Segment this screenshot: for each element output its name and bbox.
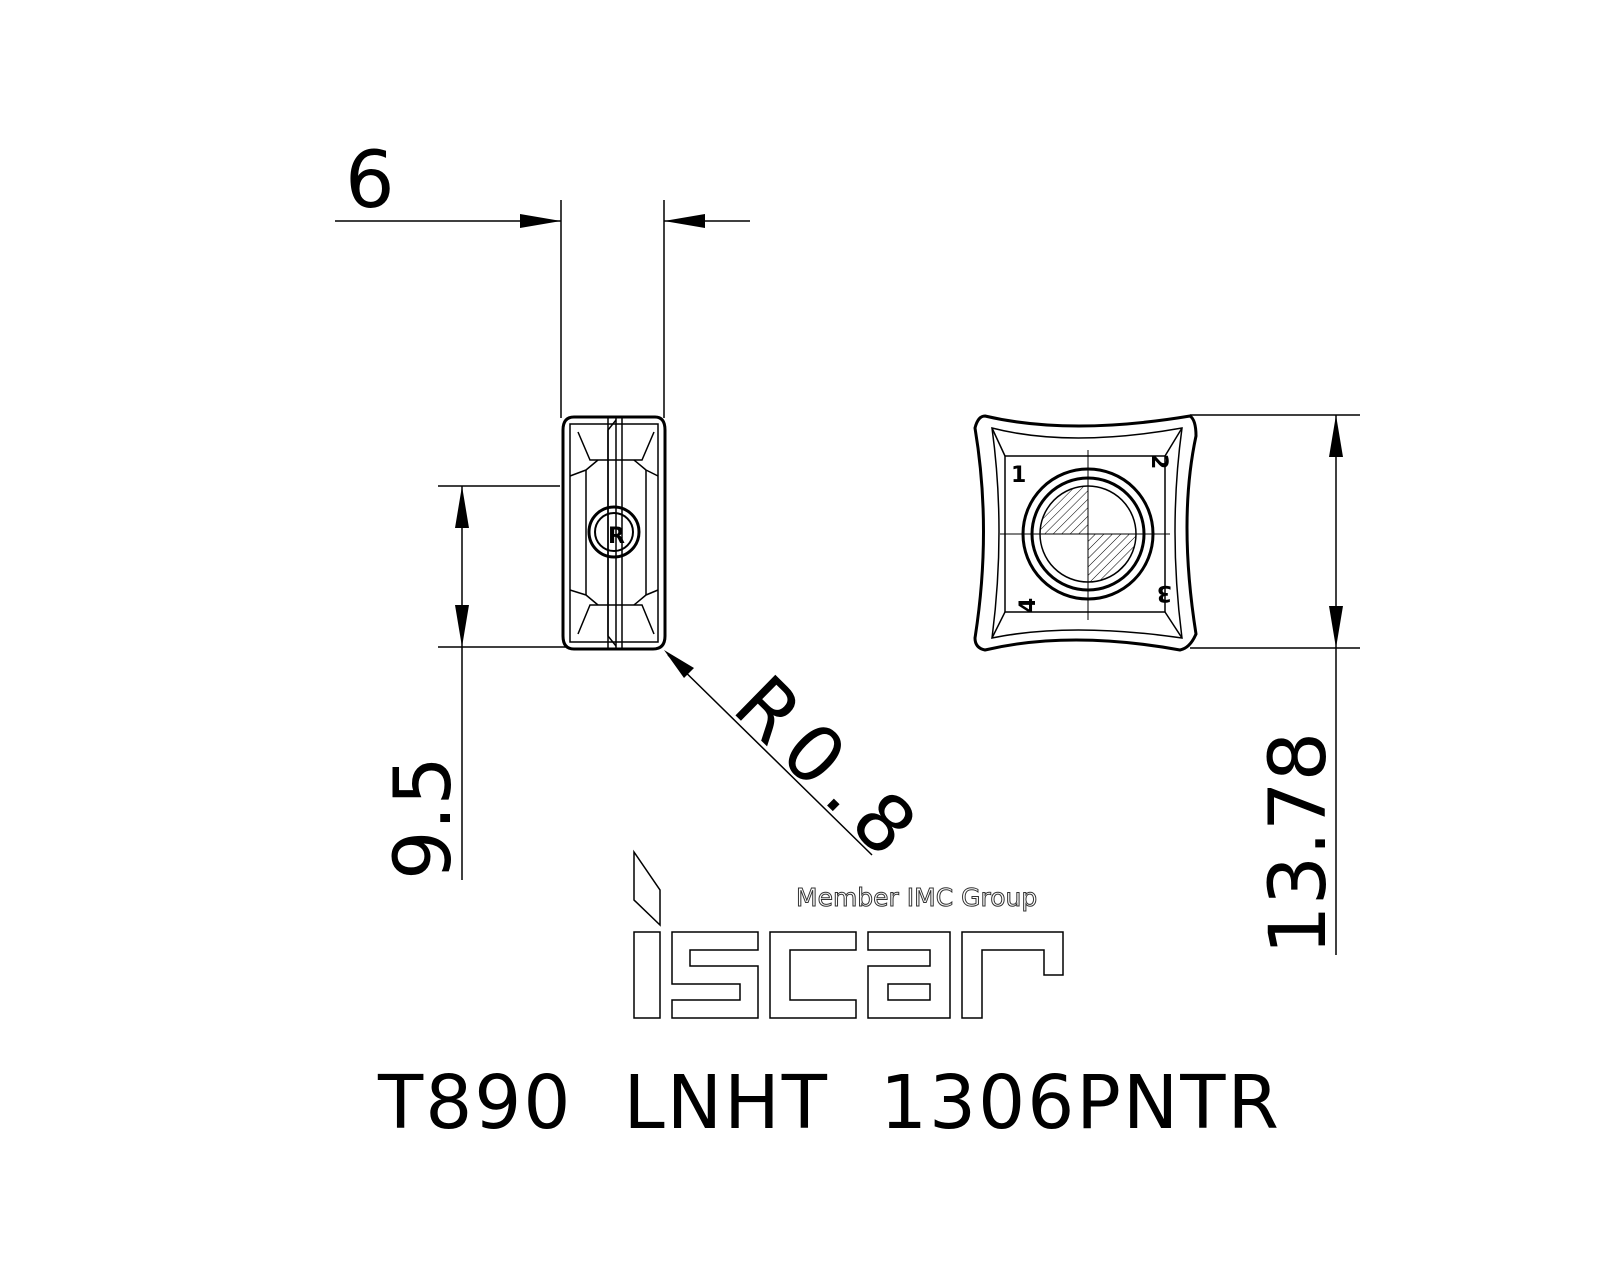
dimension-label-thickness: 6 bbox=[345, 136, 395, 226]
corner-number-4: 4 bbox=[1016, 598, 1041, 613]
dimension-label-corner-radius: R0.8 bbox=[717, 659, 941, 882]
dimension-half-height: 9.5 bbox=[379, 485, 566, 880]
arrowhead bbox=[520, 214, 561, 228]
logo-s bbox=[671, 931, 759, 1019]
dimension-label-half-height: 9.5 bbox=[379, 756, 469, 880]
dimension-width: 13.78 bbox=[1190, 414, 1360, 955]
dimension-label-width: 13.78 bbox=[1254, 732, 1344, 955]
arrowhead bbox=[664, 214, 705, 228]
arrowhead bbox=[1329, 606, 1343, 648]
side-letter: R bbox=[608, 524, 625, 549]
arrowhead bbox=[1329, 415, 1343, 457]
logo-a bbox=[867, 931, 951, 1019]
iscar-logo: Member IMC Group bbox=[633, 849, 1064, 1019]
logo-i-dot bbox=[633, 849, 661, 927]
logo-r bbox=[961, 931, 1064, 1019]
insert-top-view: 1 2 3 4 bbox=[973, 414, 1198, 652]
logo-c bbox=[769, 931, 857, 1019]
corner-number-1: 1 bbox=[1011, 463, 1026, 488]
logo-i-stem bbox=[633, 931, 661, 1019]
leader-line bbox=[667, 654, 873, 856]
logo-tagline: Member IMC Group bbox=[796, 883, 1037, 912]
corner-number-3: 3 bbox=[1157, 580, 1172, 605]
arrowhead bbox=[455, 605, 469, 647]
corner-number-2: 2 bbox=[1146, 454, 1171, 469]
insert-side-view: R bbox=[561, 415, 667, 651]
arrowhead bbox=[455, 486, 469, 528]
part-number-title: T890 LNHT 1306PNTR bbox=[377, 1060, 1281, 1146]
dimension-thickness: 6 bbox=[335, 136, 750, 418]
arrowhead bbox=[664, 650, 694, 678]
dimension-corner-radius: R0.8 bbox=[664, 650, 941, 882]
